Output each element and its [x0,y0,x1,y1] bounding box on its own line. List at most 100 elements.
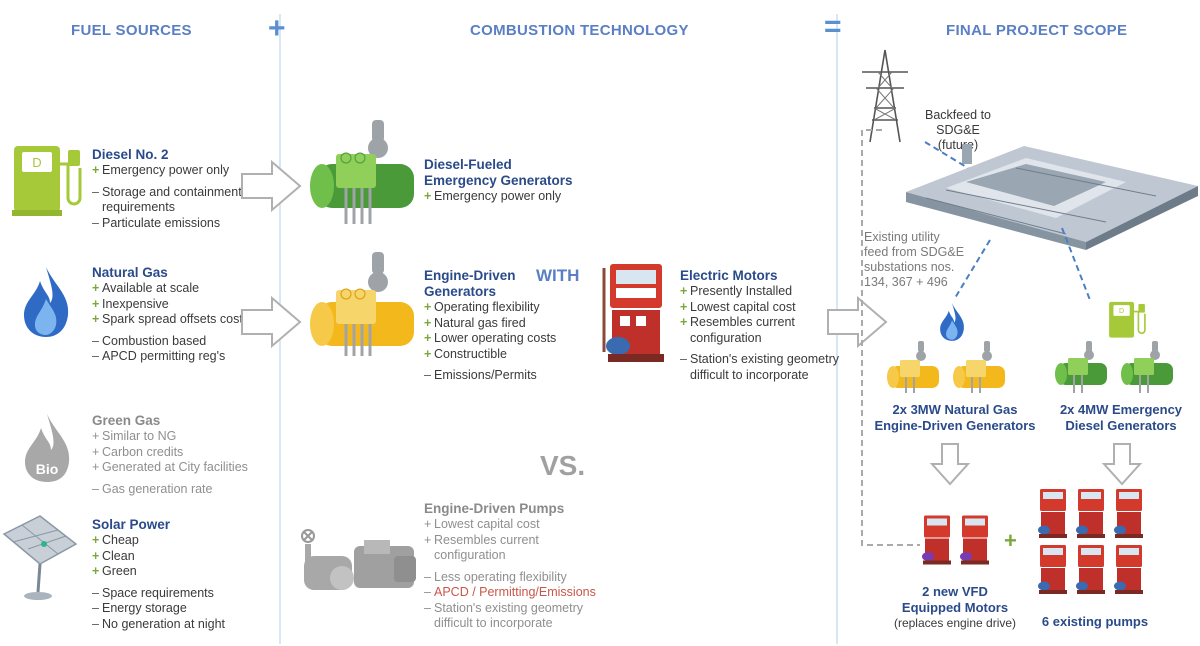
sign: – [424,600,431,615]
with-label: WITH [536,266,580,285]
diesel-generators-line: 2x 4MW Emergency [1059,402,1183,417]
fuel-green-gas-line: Gas generation rate [102,481,213,496]
fuel-solar-line: No generation at night [102,616,226,631]
header-final-project-scope: FINAL PROJECT SCOPE [946,22,1128,39]
header-combustion-technology: COMBUSTION TECHNOLOGY [470,22,689,39]
fuel-solar-line: Cheap [102,533,139,547]
diesel-generator-icon [1055,341,1107,393]
fuel-solar: Solar Power +Cheap +Clean +Green –Space … [92,517,225,632]
diesel-generators-caption: 2x 4MW Emergency Diesel Generators [1046,402,1196,434]
tech-line: Emergency power only [434,189,562,203]
diesel-pump-label: D [1119,308,1124,315]
tech-line: Emissions/Permits [434,368,537,382]
sign: + [680,284,688,298]
sign: + [92,296,100,311]
ng-generators-caption: 2x 3MW Natural Gas Engine-Driven Generat… [870,402,1040,434]
utility-feed-line: feed from SDG&E [864,245,965,259]
fuel-diesel-line: requirements [102,200,175,214]
electric-motor-icon [1114,489,1143,538]
fuel-green-gas-line: Similar to NG [102,429,177,443]
tech-engine-pumps: Engine-Driven Pumps +Lowest capital cost… [424,501,596,632]
tech-engine-generators-title-2: Generators [424,284,497,299]
sign: – [92,349,99,363]
electric-motor-icon [922,515,951,565]
fuel-solar-line: Clean [102,548,135,563]
ng-generators-line: Engine-Driven Generators [874,418,1036,433]
sign: – [92,585,99,600]
arrow-right-icon [241,159,302,213]
sign: + [92,429,100,443]
existing-pumps-caption: 6 existing pumps [1041,614,1149,629]
fuel-green-gas: Green Gas +Similar to NG +Carbon credits… [92,413,248,497]
tech-line: Station's existing geometry [690,352,839,366]
sign: + [680,299,688,314]
tech-line: Lowest capital cost [690,299,796,314]
gas-generator-icon [953,341,1005,393]
fuel-solar-line: Green [102,564,137,578]
electric-motor-icon [602,264,664,362]
sign: + [424,315,432,330]
sign: + [92,163,100,177]
diesel-pump-icon: D [12,146,82,216]
tech-line: Lower operating costs [434,331,557,345]
fuel-diesel: Diesel No. 2 +Emergency power only –Stor… [92,147,242,231]
sign: + [92,460,100,474]
fuel-green-gas-line: Generated at City facilities [102,460,248,474]
sign: + [92,281,100,295]
tech-line: difficult to incorporate [434,616,553,630]
sign: – [424,585,431,599]
electric-motor-icon [960,515,989,565]
electric-motor-icon [1076,489,1105,538]
tech-electric-motors-title: Electric Motors [680,268,778,283]
fuel-natural-gas-title: Natural Gas [92,265,168,280]
electric-motor-icon [1038,489,1067,538]
fuel-solar-line: Energy storage [102,601,187,615]
tech-engine-generators: Engine-Driven Generators +Operating flex… [424,268,556,384]
diesel-pump-icon: D [1109,301,1146,338]
fuel-green-gas-title: Green Gas [92,413,161,428]
tech-engine-generators-title: Engine-Driven [424,268,516,283]
pump-station-building-icon [906,144,1198,250]
vs-label: VS. [540,450,586,481]
fuel-green-gas-line: Carbon credits [102,444,184,459]
tech-electric-motors: Electric Motors +Presently Installed +Lo… [680,268,839,383]
sign: – [424,569,431,584]
sign: + [424,517,432,531]
arrow-right-icon [241,295,302,349]
fuel-diesel-line: Particulate emissions [102,215,221,230]
tech-line: Natural gas fired [434,315,526,330]
diesel-generator-icon [1121,341,1173,393]
utility-feed-caption: Existing utility feed from SDG&E substat… [864,230,974,290]
tech-diesel-generators-title: Diesel-Fueled [424,157,512,172]
tech-line: configuration [690,330,762,345]
sign: – [424,368,431,382]
tech-line: Station's existing geometry [434,600,583,615]
diesel-generator-icon [310,120,414,224]
sign: – [92,333,99,348]
fuel-diesel-line: Emergency power only [102,163,230,177]
tech-line: Presently Installed [690,284,793,298]
transmission-tower-icon [862,49,908,143]
vfd-motors-line: Equipped Motors [901,600,1009,615]
tech-engine-pumps-title: Engine-Driven Pumps [424,501,565,516]
sign: – [92,481,99,496]
gas-generator-icon [887,341,939,393]
sign: + [424,189,432,203]
tech-line: configuration [434,548,506,562]
fuel-natural-gas-line: Combustion based [102,333,207,348]
arrow-down-icon [1101,443,1143,486]
plus-operator: + [268,12,286,45]
sign: + [424,300,432,314]
bio-gas-label: Bio [36,461,59,477]
sign: + [92,548,100,563]
vfd-note: (replaces engine drive) [893,616,1017,630]
tech-line: Constructible [434,346,507,361]
gas-generator-icon [310,252,414,356]
tech-line: Resembles current [434,532,539,547]
fuel-natural-gas: Natural Gas +Available at scale +Inexpen… [92,265,249,365]
fuel-diesel-line: Storage and containment [102,184,242,199]
sign: – [92,601,99,615]
diesel-pump-label: D [32,155,41,170]
header-fuel-sources: FUEL SOURCES [71,22,192,39]
